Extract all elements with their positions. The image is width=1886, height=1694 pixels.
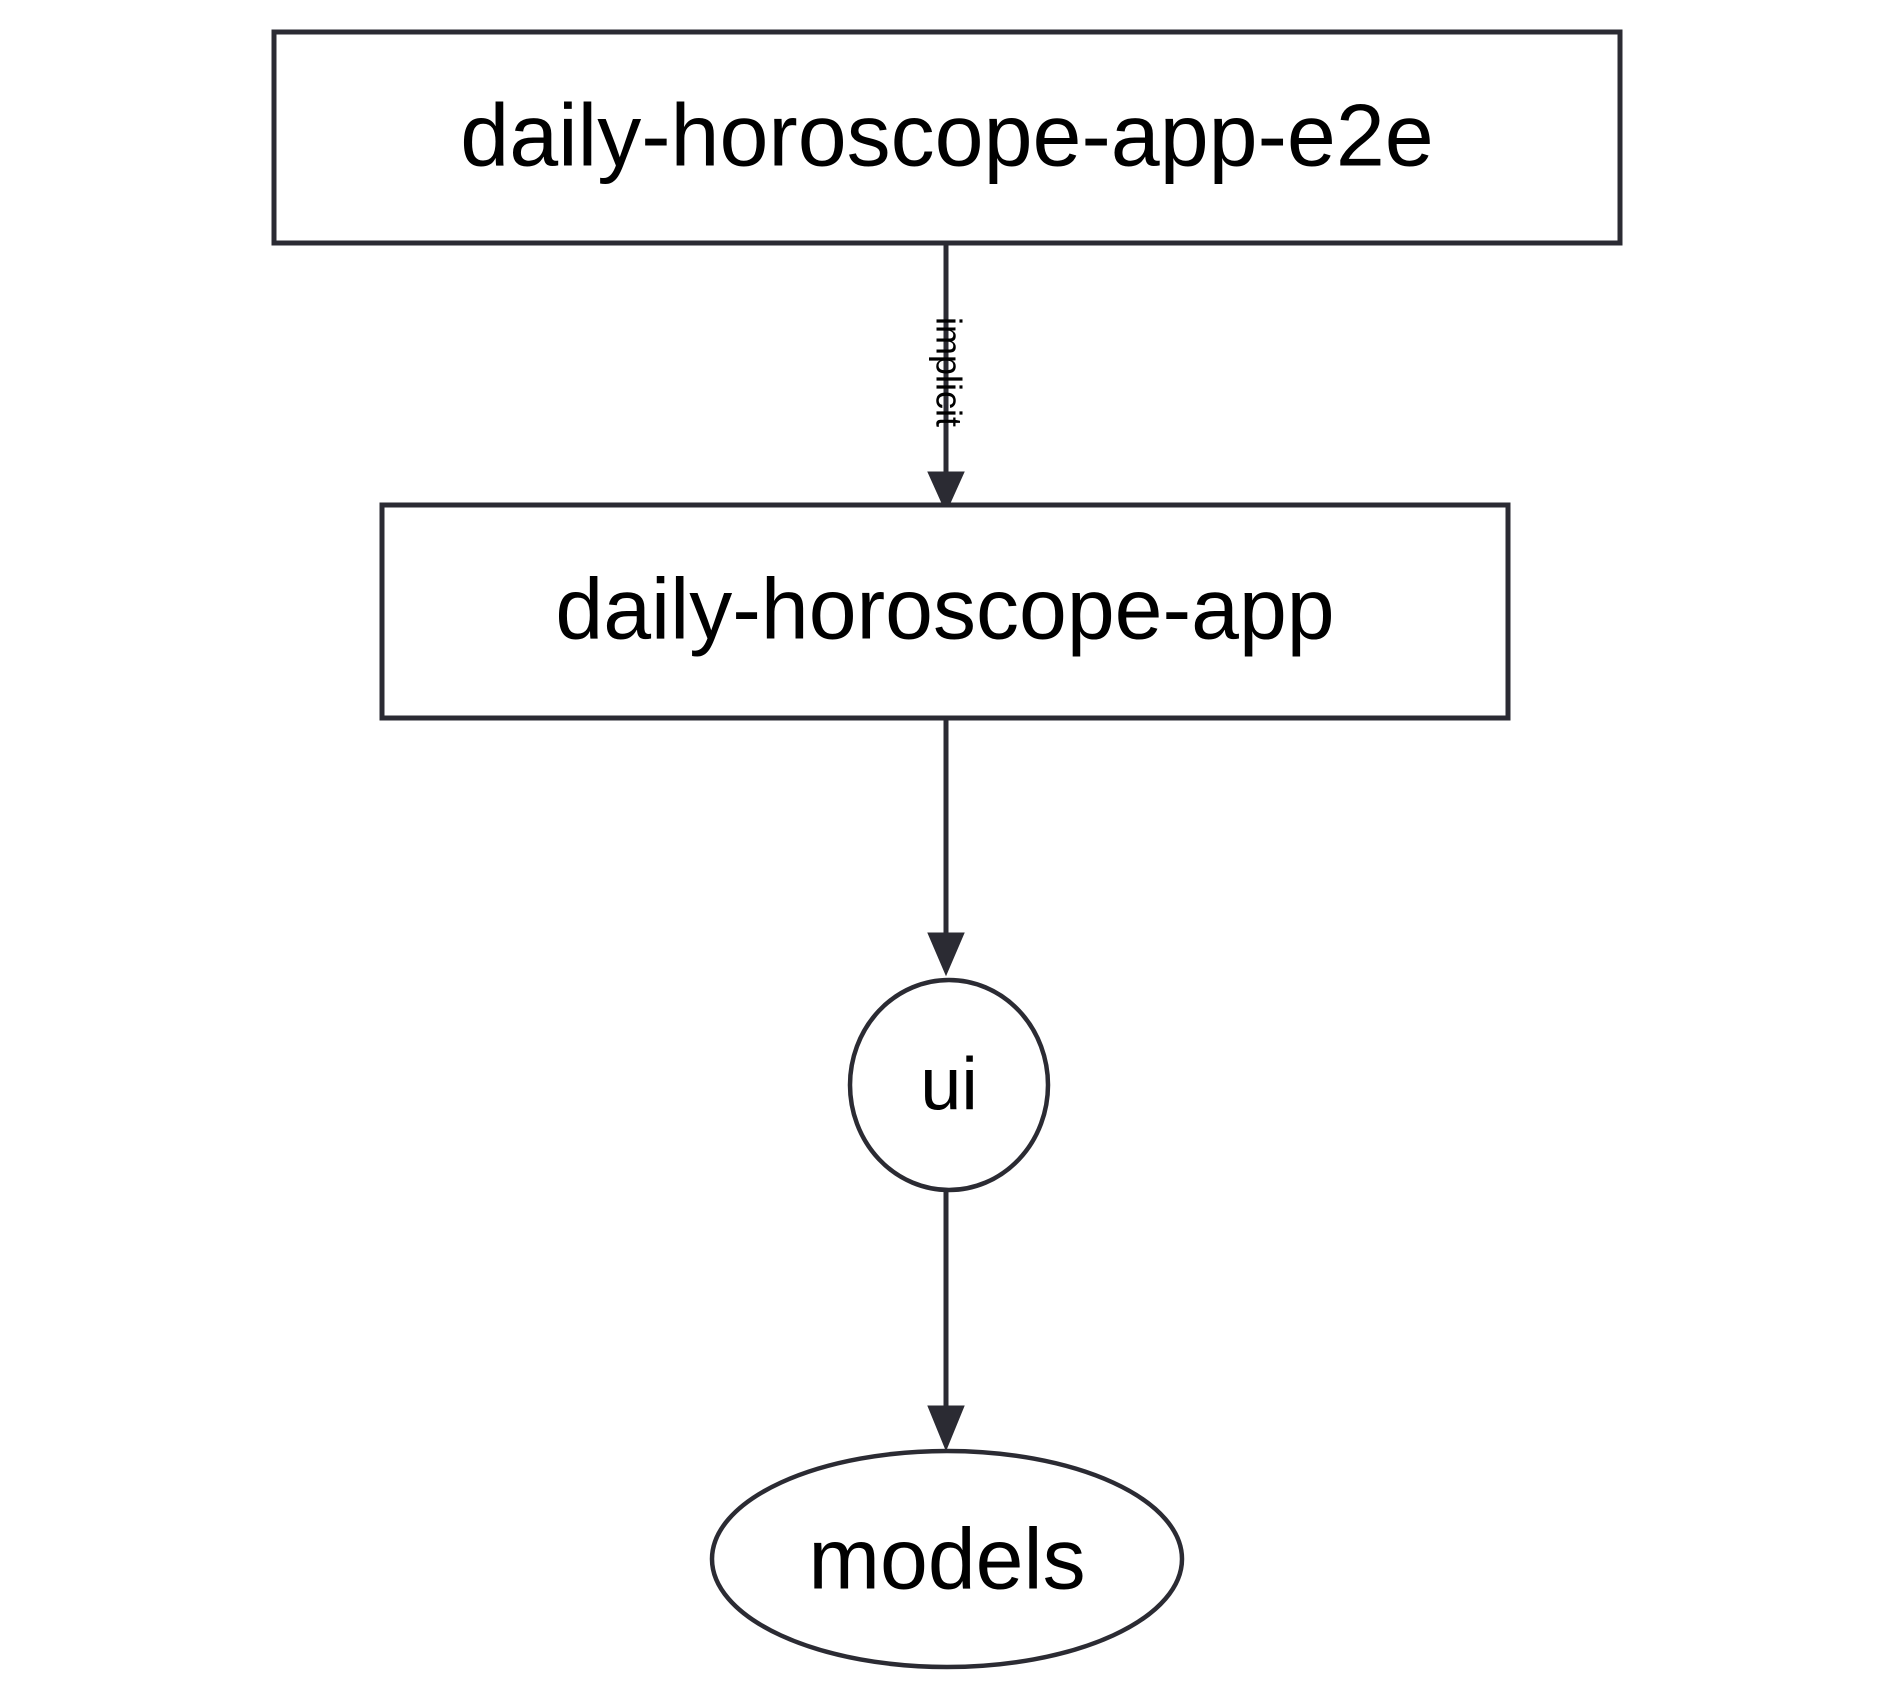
edge-app-to-ui[interactable]	[927, 718, 965, 977]
node-daily-horoscope-app[interactable]: daily-horoscope-app	[379, 502, 1511, 721]
edge-label-implicit: implicit	[928, 317, 969, 427]
node-models[interactable]: models	[709, 1448, 1185, 1670]
arrowhead-icon	[927, 932, 965, 977]
arrowhead-icon	[927, 1405, 965, 1452]
arrowhead-icon	[927, 471, 965, 514]
edge-ui-to-models[interactable]	[927, 1191, 965, 1452]
node-rect[interactable]	[379, 502, 1511, 721]
node-ui[interactable]: ui	[847, 977, 1051, 1193]
node-label-models: models	[808, 1512, 1085, 1608]
edge-e2e-to-app[interactable]: implicit	[927, 243, 969, 514]
node-label-daily-horoscope-app-e2e: daily-horoscope-app-e2e	[460, 85, 1434, 184]
node-label-daily-horoscope-app: daily-horoscope-app	[555, 562, 1334, 658]
node-label-ui: ui	[920, 1043, 978, 1126]
node-daily-horoscope-app-e2e[interactable]: daily-horoscope-app-e2e	[271, 29, 1623, 246]
node-ellipse[interactable]	[847, 977, 1051, 1193]
node-rect[interactable]	[271, 29, 1623, 246]
node-ellipse[interactable]	[709, 1448, 1185, 1670]
